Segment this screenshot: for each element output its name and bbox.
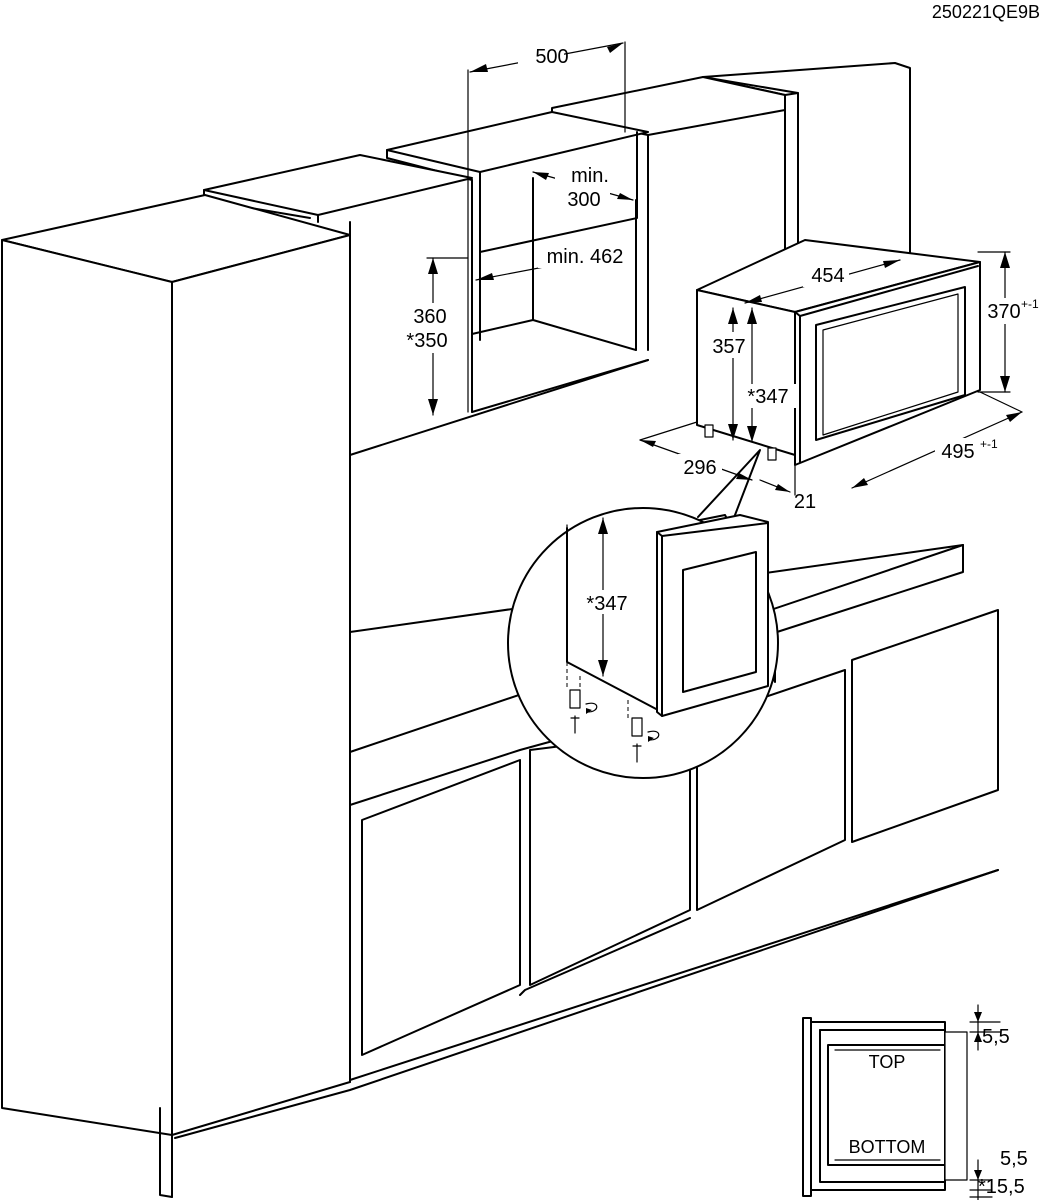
dim-347: *347 <box>740 307 798 443</box>
tall-cabinet-front <box>1 239 173 1136</box>
dim-min-300: min. 300 <box>532 163 634 211</box>
dim-360-350: 360 *350 <box>395 257 469 416</box>
zoom-window <box>682 551 757 693</box>
dim-347-label: *347 <box>747 386 788 408</box>
dim-495-label: 495 <box>941 441 974 463</box>
dim-min-300-label-b: 300 <box>567 189 600 211</box>
dim-21-label: 21 <box>794 491 816 513</box>
dim-454: 454 <box>744 259 901 304</box>
dim-21: 21 <box>759 464 816 513</box>
dim-370-label: 370 <box>987 301 1020 323</box>
zoom-callout: *347 <box>507 449 779 779</box>
microwave-window <box>815 286 966 441</box>
frame-inner-box <box>827 1044 946 1166</box>
base-cabinet-4 <box>851 609 999 843</box>
rotate-arrow-2 <box>647 730 660 741</box>
dim-500: 500 <box>467 41 626 413</box>
dim-370-tolerance: +-1 <box>1021 297 1039 311</box>
frame-gap-bottom-label: 5,5 <box>1000 1148 1028 1170</box>
upper-cabinet-left-top <box>203 154 473 216</box>
dim-495: 495 +-1 <box>851 391 1023 489</box>
dim-350-label: *350 <box>406 330 447 352</box>
dim-min-462-label: min. 462 <box>547 246 624 268</box>
dim-500-label: 500 <box>535 46 568 68</box>
dim-357-label: 357 <box>712 336 745 358</box>
frame-gap-bottom-alt-label: *15,5 <box>978 1176 1025 1198</box>
document-code: 250221QE9B <box>932 2 1040 22</box>
zoom-door <box>656 514 769 717</box>
dim-min-300-label-a: min. <box>571 165 609 187</box>
dim-370: 370 +-1 <box>977 251 1052 393</box>
niche-cabinet-top <box>386 111 649 173</box>
dim-360-label: 360 <box>413 306 446 328</box>
frame-bottom-label: BOTTOM <box>849 1137 926 1157</box>
foot-2 <box>631 717 643 737</box>
dim-min-462: min. 462 <box>475 244 634 281</box>
frame-detail: TOP BOTTOM 5,5 5,5 *15,5 <box>802 1004 1028 1200</box>
foot-1 <box>569 689 581 709</box>
microwave-door-frame <box>794 261 981 466</box>
microwave-unit <box>696 239 981 466</box>
tall-cabinet <box>1 194 351 1198</box>
frame-top-label: TOP <box>869 1052 906 1072</box>
base-cabinet-1 <box>361 759 521 1056</box>
tall-cabinet-side <box>171 234 351 1136</box>
dim-454-label: 454 <box>811 265 844 287</box>
zoom-dim-347-label: *347 <box>586 593 627 615</box>
rotate-arrow-1 <box>585 702 598 713</box>
frame-gap-top-label: 5,5 <box>982 1026 1010 1048</box>
dim-495-tolerance: +-1 <box>980 437 998 451</box>
dim-357: 357 <box>707 307 751 441</box>
dim-296-label: 296 <box>683 457 716 479</box>
dim-296: 296 <box>639 421 753 481</box>
